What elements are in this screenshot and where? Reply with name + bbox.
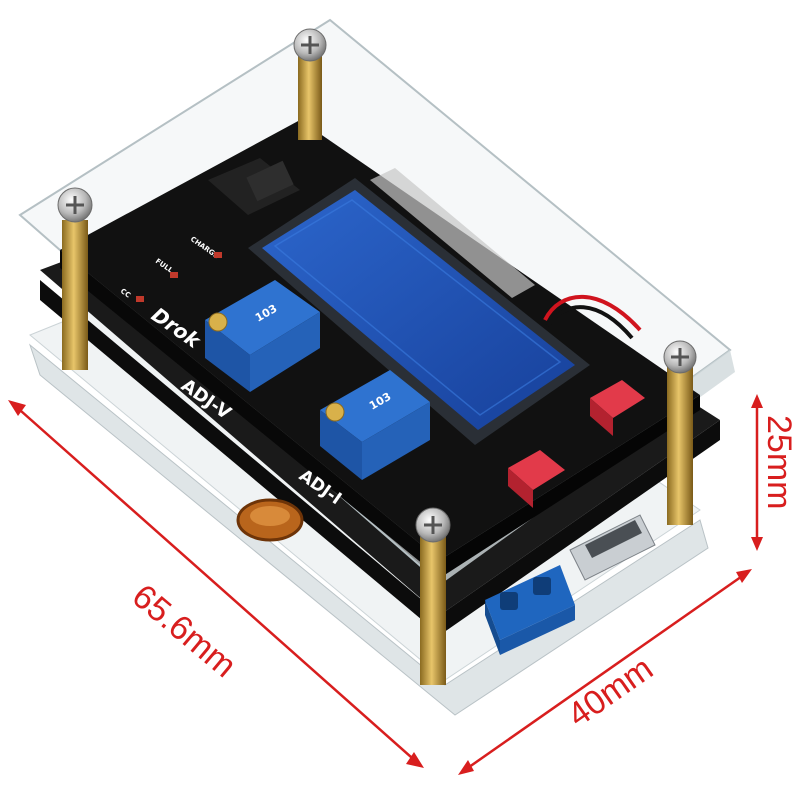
dimension-height: 25mm: [751, 394, 798, 551]
inductor-coil: [236, 498, 304, 542]
standoff-front-left: [62, 220, 88, 370]
lcd-wire: [543, 294, 642, 340]
usb-port: [569, 514, 656, 581]
screw-back: [293, 28, 327, 62]
lcd-display: [248, 178, 590, 445]
screw-terminal: [485, 565, 575, 655]
lcd-header-pins: [370, 168, 535, 298]
screw-front-left: [57, 187, 93, 223]
screw-front-middle: [415, 507, 451, 543]
potentiometer-adj-i: 103: [320, 370, 430, 480]
red-button-left: [508, 450, 565, 508]
potentiometer-adj-v: 103: [205, 280, 320, 392]
standoff-right: [667, 365, 693, 525]
red-button-right: [590, 380, 645, 436]
width-label: 40mm: [561, 649, 660, 734]
screw-right: [663, 340, 697, 374]
standoff-front-middle: [420, 535, 446, 685]
status-leds: [136, 252, 222, 302]
regulator-chip: [208, 158, 300, 215]
standoff-back: [298, 50, 322, 140]
height-label: 25mm: [760, 415, 798, 509]
